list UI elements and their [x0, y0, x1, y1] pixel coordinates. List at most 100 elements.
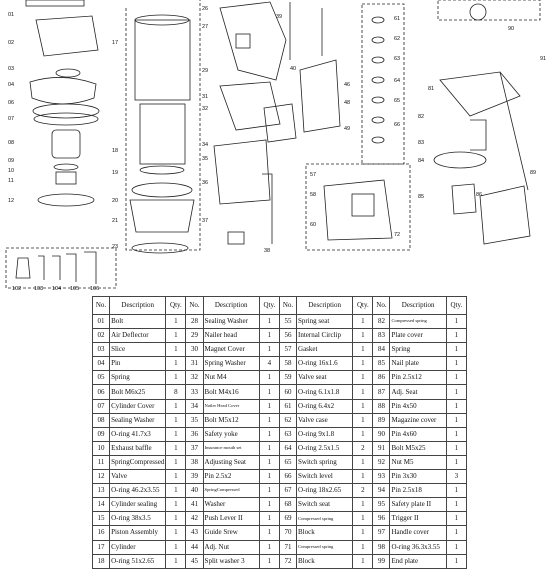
part-no-cell: 99 — [372, 553, 391, 569]
svg-text:46: 46 — [344, 82, 350, 88]
part-desc-cell: Pin 2.5x12 — [389, 370, 447, 386]
part-desc-cell: Nut M5 — [389, 454, 447, 471]
part-desc-cell: Sealing Washer — [109, 412, 167, 428]
part-qty-cell: 1 — [165, 454, 187, 471]
part-qty-cell: 1 — [165, 553, 187, 569]
part-qty-cell: 1 — [165, 398, 187, 414]
part-no-cell: 04 — [91, 356, 111, 372]
part-desc-cell: O-ring 6.1x1.8 — [296, 384, 354, 400]
svg-text:64: 64 — [394, 78, 400, 84]
part-desc-cell: Block — [296, 553, 354, 569]
part-no-cell: 59 — [278, 370, 298, 386]
part-desc-cell: Switch level — [296, 469, 354, 485]
svg-text:49: 49 — [344, 126, 350, 132]
part-desc-cell: Plate cover — [389, 328, 447, 344]
svg-text:01: 01 — [8, 12, 14, 18]
air-deflector-part — [35, 15, 99, 57]
part-no-cell: 33 — [185, 384, 204, 400]
part-no-cell: 45 — [185, 553, 204, 569]
part-qty-cell: 1 — [352, 412, 374, 428]
part-desc-cell: Pin 4x50 — [389, 398, 447, 414]
part-qty-cell: 1 — [165, 440, 187, 456]
part-desc-cell: Nailer head — [202, 328, 260, 344]
part-no-cell: 86 — [372, 370, 391, 386]
part-no-cell: 66 — [278, 469, 298, 485]
nailer-head-part — [219, 1, 287, 81]
part-desc-cell: Pin 2.5x18 — [389, 483, 447, 499]
part-qty-cell: 1 — [445, 342, 468, 358]
part-no-cell: 89 — [372, 412, 391, 428]
part-no-cell: 93 — [372, 469, 391, 485]
part-no-cell: 68 — [278, 497, 298, 513]
part-qty-cell: 1 — [445, 553, 468, 569]
part-desc-cell: Trigger II — [389, 511, 447, 527]
part-desc-cell: Cylinder — [109, 539, 167, 555]
part-no-cell: 69 — [278, 511, 298, 527]
svg-text:23: 23 — [112, 244, 118, 250]
col-header: No. — [278, 296, 298, 315]
part-desc-cell: Slice — [109, 342, 167, 358]
part-qty-cell: 1 — [165, 356, 187, 372]
part-no-cell: 06 — [91, 384, 111, 400]
svg-text:20: 20 — [112, 198, 118, 204]
svg-text:103: 103 — [34, 286, 43, 292]
part-no-cell: 56 — [278, 328, 298, 344]
part-no-cell: 08 — [91, 412, 111, 428]
part-qty-cell: 1 — [352, 469, 374, 485]
part-no-cell: 82 — [372, 313, 391, 330]
part-desc-cell: Spring — [389, 342, 447, 358]
svg-text:81: 81 — [428, 86, 434, 92]
part-no-cell: 60 — [278, 384, 298, 400]
svg-text:38: 38 — [264, 248, 270, 254]
part-no-cell: 92 — [372, 454, 391, 471]
part-qty-cell: 1 — [445, 412, 468, 428]
svg-text:18: 18 — [112, 148, 118, 154]
part-qty-cell: 1 — [165, 469, 187, 485]
svg-text:58: 58 — [310, 192, 316, 198]
part-desc-cell: SpringCompressed — [202, 483, 260, 499]
part-qty-cell: 2 — [352, 440, 374, 456]
part-no-cell: 29 — [185, 328, 204, 344]
svg-text:36: 36 — [202, 180, 208, 186]
part-no-cell: 35 — [185, 412, 204, 428]
part-desc-cell: Push Lever II — [202, 511, 260, 527]
part-no-cell: 61 — [278, 398, 298, 414]
part-no-cell: 37 — [185, 440, 204, 456]
part-qty-cell: 1 — [258, 342, 280, 358]
col-header: Qty. — [258, 296, 280, 315]
part-desc-cell: Bolt M5x25 — [389, 440, 447, 456]
part-desc-cell: O-ring 46.2x3.55 — [109, 483, 167, 499]
part-no-cell: 32 — [185, 370, 204, 386]
part-desc-cell: Cylinder sealing — [109, 497, 167, 513]
part-qty-cell: 1 — [258, 525, 280, 541]
part-qty-cell: 1 — [258, 370, 280, 386]
svg-text:57: 57 — [310, 172, 316, 178]
part-desc-cell: Safety plate II — [389, 497, 447, 513]
svg-text:10: 10 — [8, 168, 14, 174]
keys-part — [15, 257, 31, 279]
part-qty-cell: 1 — [258, 483, 280, 499]
part-qty-cell: 1 — [445, 356, 468, 372]
part-no-cell: 91 — [372, 440, 391, 456]
part-qty-cell: 1 — [258, 469, 280, 485]
part-no-cell: 70 — [278, 525, 298, 541]
part-no-cell: 83 — [372, 328, 391, 344]
svg-text:66: 66 — [394, 122, 400, 128]
part-qty-cell: 1 — [445, 454, 468, 471]
part-desc-cell: Piston Assembly — [109, 525, 167, 541]
part-qty-cell: 1 — [445, 440, 468, 456]
part-qty-cell: 1 — [445, 398, 468, 414]
part-desc-cell: Adj. Nut — [202, 539, 260, 555]
part-qty-cell: 1 — [258, 426, 280, 442]
svg-text:40: 40 — [290, 66, 296, 72]
svg-text:21: 21 — [112, 218, 118, 224]
svg-text:09: 09 — [8, 158, 14, 164]
part-desc-cell: Spring Washer — [202, 356, 260, 372]
part-qty-cell: 1 — [258, 511, 280, 527]
svg-text:61: 61 — [394, 16, 400, 22]
svg-text:37: 37 — [202, 218, 208, 224]
